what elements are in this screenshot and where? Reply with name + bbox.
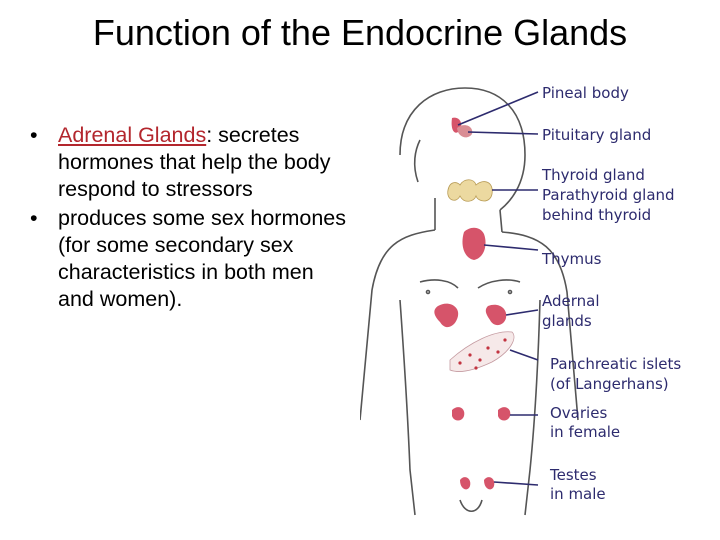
- label-pancreatic-islets: Panchreatic islets: [550, 355, 681, 373]
- pituitary-gland: [457, 125, 473, 138]
- right-arm-outline: [501, 231, 579, 421]
- label-testes: Testes: [549, 466, 597, 484]
- head-outline: [399, 87, 526, 211]
- bullet-item-adrenal: • Adrenal Glands: secretes hormones that…: [30, 122, 350, 203]
- face-outline: [413, 139, 421, 183]
- label-thyroid-gland: Thyroid gland: [541, 166, 645, 184]
- groin-outline: [459, 499, 483, 513]
- pancreatic-islets: [458, 338, 507, 370]
- bullet-text: : secretes hormones that help the body r…: [58, 123, 331, 201]
- testis-right: [484, 477, 495, 490]
- leader-lines: [457, 91, 539, 486]
- leader-line-adrenal: [505, 309, 539, 316]
- ovary-left: [452, 407, 465, 421]
- body-outline: [360, 87, 579, 516]
- left-torso-outline: [399, 299, 416, 516]
- bullet-marker: •: [30, 206, 38, 230]
- label-adrenal: Adernal: [542, 292, 600, 310]
- label-pituitary-gland: Pituitary gland: [542, 126, 651, 144]
- label-parathyroid-gland: Parathyroid gland: [542, 186, 675, 204]
- leader-line-thymus: [483, 244, 539, 251]
- leader-line-pancreas: [509, 349, 539, 361]
- endocrine-diagram: Pineal body Pituitary gland Thyroid glan…: [360, 84, 681, 516]
- bullet-item-sex-hormones: • produces some sex hormones (for some s…: [30, 205, 350, 313]
- label-in-male: in male: [550, 485, 606, 503]
- label-in-female: in female: [550, 423, 620, 441]
- nipple-mark: [507, 289, 513, 295]
- nipple-mark: [425, 289, 431, 295]
- label-glands: glands: [542, 312, 592, 330]
- adrenal-gland-left: [434, 303, 459, 328]
- glands: [434, 117, 515, 490]
- highlight-term: Adrenal Glands: [58, 123, 207, 147]
- bullet-text: produces some sex hormones (for some sec…: [58, 206, 347, 311]
- label-thymus: Thymus: [541, 250, 602, 268]
- right-torso-outline: [524, 299, 541, 516]
- label-parathyroid-location: behind thyroid: [542, 206, 651, 224]
- leader-line-pituitary: [467, 131, 539, 135]
- bullet-marker: •: [30, 123, 38, 147]
- testis-left: [460, 477, 471, 490]
- ovary-right: [498, 407, 511, 421]
- label-pineal-body: Pineal body: [542, 84, 629, 102]
- bullet-list: • Adrenal Glands: secretes hormones that…: [30, 122, 350, 315]
- slide-title: Function of the Endocrine Glands: [92, 12, 628, 53]
- thyroid-gland: [447, 179, 493, 202]
- label-ovaries: Ovaries: [550, 404, 607, 422]
- chest-outline: [419, 279, 521, 289]
- neck-outline: [434, 198, 503, 233]
- leader-line-pineal: [457, 91, 539, 126]
- pancreas: [449, 331, 515, 372]
- diagram-labels: Pineal body Pituitary gland Thyroid glan…: [541, 84, 681, 503]
- leader-line-testes: [493, 481, 539, 486]
- thymus-gland: [462, 227, 486, 260]
- left-arm-outline: [360, 229, 436, 421]
- adrenal-gland-right: [485, 304, 507, 326]
- label-langerhans: (of Langerhans): [550, 375, 669, 393]
